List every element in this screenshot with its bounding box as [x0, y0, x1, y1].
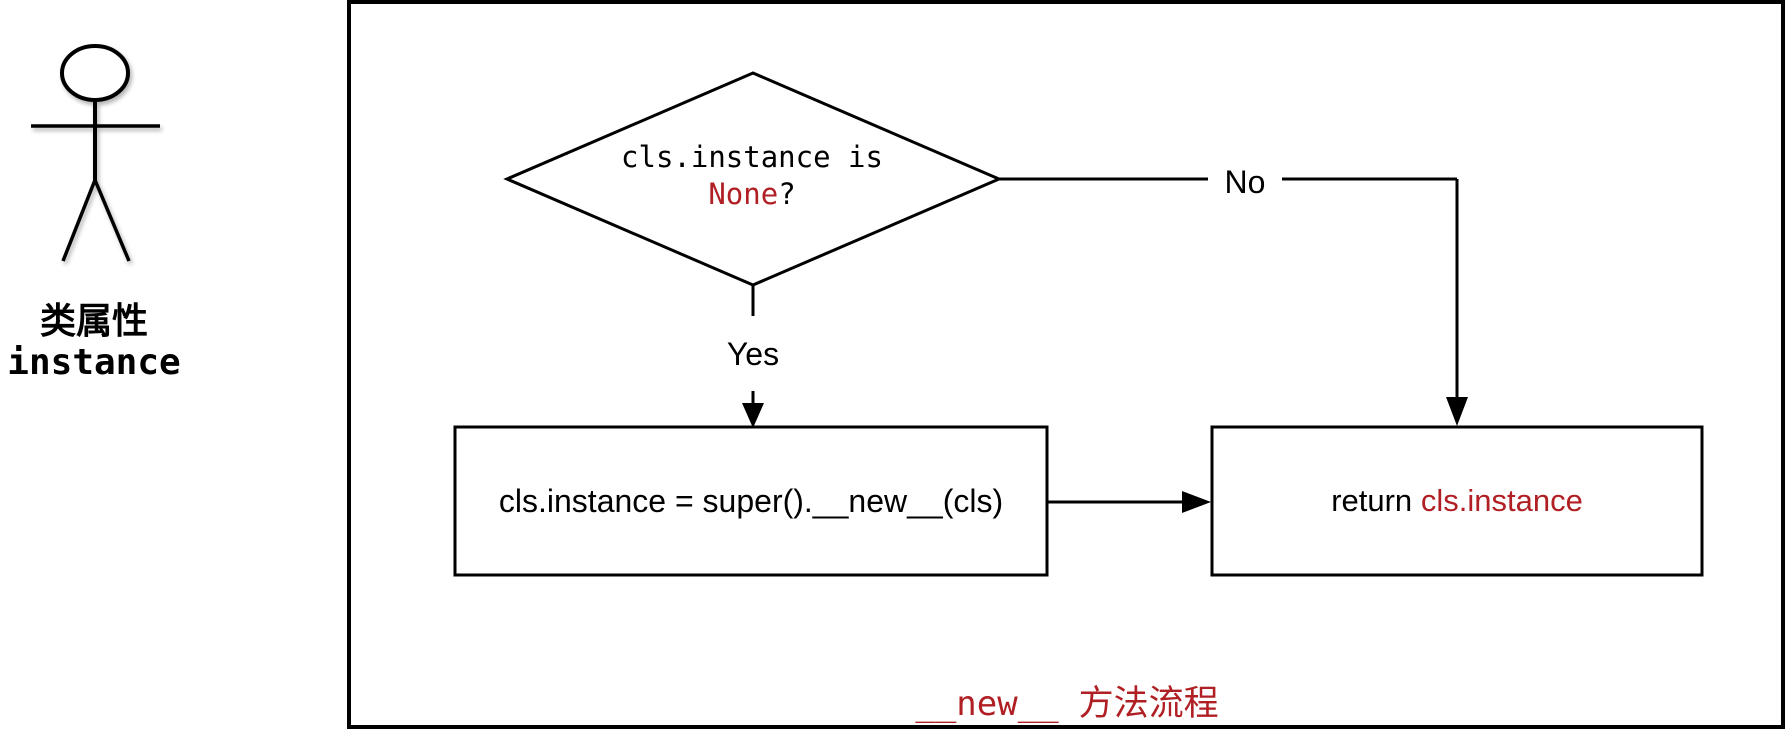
return-value: cls.instance: [1420, 483, 1583, 518]
return-keyword: return: [1331, 483, 1413, 518]
assign-box-text: cls.instance = super().__new__(cls): [498, 482, 1004, 519]
caption-code: __new__: [915, 684, 1059, 724]
stick-figure-left-leg: [61, 179, 97, 262]
flowchart-frame: [347, 0, 1785, 729]
flowchart-caption: __new__ 方法流程: [817, 675, 1317, 726]
return-box-label: return cls.instance: [1212, 427, 1702, 575]
yes-edge-label: Yes: [726, 336, 780, 372]
actor-label-line1: 类属性: [39, 300, 148, 341]
no-edge-label: No: [1224, 164, 1266, 200]
caption-text: 方法流程: [1078, 684, 1219, 723]
actor-label-line2: instance: [7, 342, 181, 383]
decision-label: cls.instance is None?: [552, 139, 952, 213]
stick-figure-icon: [31, 44, 160, 262]
assign-box: [453, 425, 1049, 577]
return-box: [1210, 425, 1704, 577]
decision-label-question-mark: ?: [778, 177, 796, 211]
stick-figure-right-leg: [93, 179, 131, 262]
arrowhead-down-yes-icon: [742, 403, 764, 428]
decision-label-line1: cls.instance is: [621, 140, 883, 174]
arrowhead-down-no-icon: [1446, 397, 1468, 426]
assign-box-label: cls.instance = super().__new__(cls): [455, 427, 1047, 575]
stick-figure-head: [60, 44, 130, 102]
no-connector: [999, 177, 1459, 400]
arrowhead-right-icon: [1182, 491, 1211, 513]
decision-label-line2: None?: [552, 176, 952, 213]
decision-label-none: None: [708, 177, 779, 211]
